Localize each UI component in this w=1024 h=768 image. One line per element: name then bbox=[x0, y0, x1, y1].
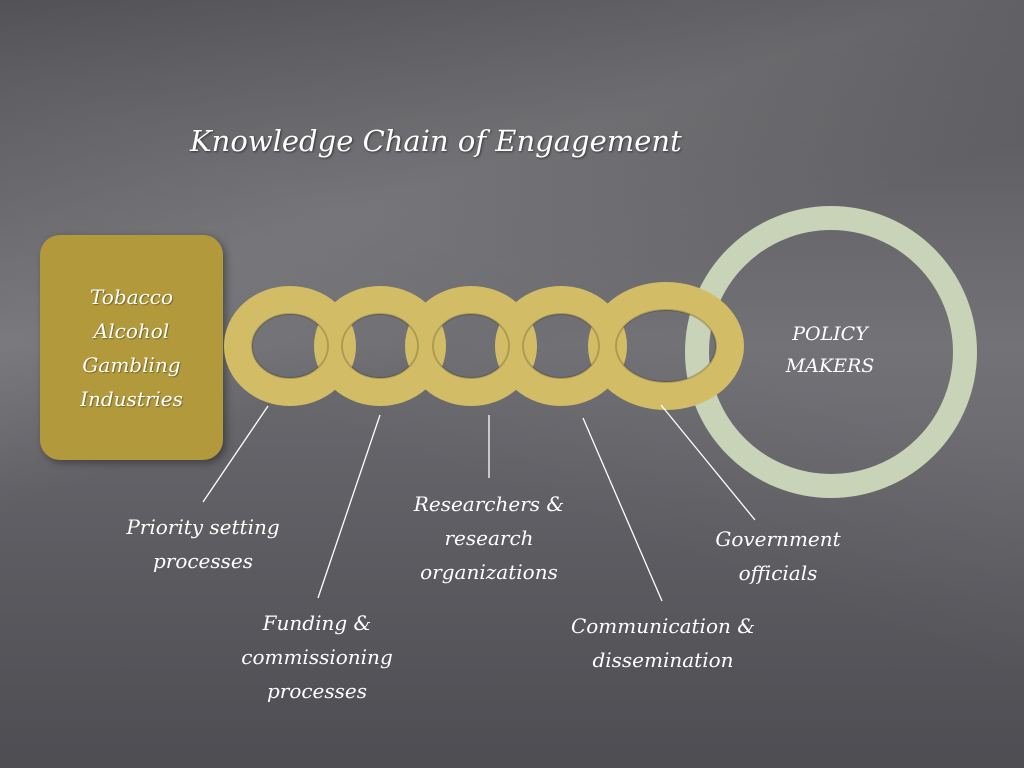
stage-researchers-line-3: organizations bbox=[420, 560, 558, 584]
stage-funding: Funding & commissioning processes bbox=[237, 606, 397, 708]
connector-funding bbox=[317, 414, 381, 599]
policy-makers-line-1: POLICY bbox=[792, 323, 868, 345]
diagram-title: Knowledge Chain of Engagement bbox=[190, 124, 682, 158]
connector-government bbox=[660, 404, 756, 521]
industry-alcohol: Alcohol bbox=[93, 318, 170, 343]
stage-researchers-line-1: Researchers & bbox=[413, 492, 565, 516]
chain-link-4-shadow bbox=[522, 313, 600, 379]
policy-makers-ring bbox=[685, 206, 977, 498]
stage-priority-setting: Priority setting processes bbox=[122, 510, 284, 578]
stage-government: Government officials bbox=[703, 522, 853, 590]
stage-government-line-2: officials bbox=[738, 561, 818, 585]
policy-makers-line-2: MAKERS bbox=[785, 355, 875, 377]
chain-link-5 bbox=[588, 282, 744, 410]
stage-priority-line-2: processes bbox=[152, 549, 254, 573]
connector-communication bbox=[582, 417, 663, 602]
chain-link-3-shadow bbox=[432, 313, 510, 379]
stage-researchers: Researchers & research organizations bbox=[405, 487, 573, 589]
industry-gambling: Gambling bbox=[82, 352, 181, 377]
stage-communication-line-2: dissemination bbox=[592, 648, 734, 672]
chain-link-1-shadow bbox=[251, 313, 329, 379]
chain-link-2-shadow bbox=[341, 313, 419, 379]
stage-government-line-1: Government bbox=[715, 527, 841, 551]
policy-makers-label: POLICY MAKERS bbox=[750, 318, 910, 382]
connector-priority bbox=[202, 405, 269, 503]
stage-researchers-line-2: research bbox=[444, 526, 534, 550]
stage-priority-line-1: Priority setting bbox=[126, 515, 280, 539]
stage-communication: Communication & dissemination bbox=[565, 609, 761, 677]
stage-communication-line-1: Communication & bbox=[570, 614, 756, 638]
chain-link-5-shadow bbox=[615, 309, 717, 383]
industry-tobacco: Tobacco bbox=[90, 284, 173, 309]
industry-industries: Industries bbox=[80, 386, 183, 411]
stage-funding-line-1: Funding & bbox=[262, 611, 372, 635]
stage-funding-line-3: processes bbox=[266, 679, 368, 703]
industries-box: Tobacco Alcohol Gambling Industries bbox=[40, 235, 223, 460]
stage-funding-line-2: commissioning bbox=[241, 645, 393, 669]
